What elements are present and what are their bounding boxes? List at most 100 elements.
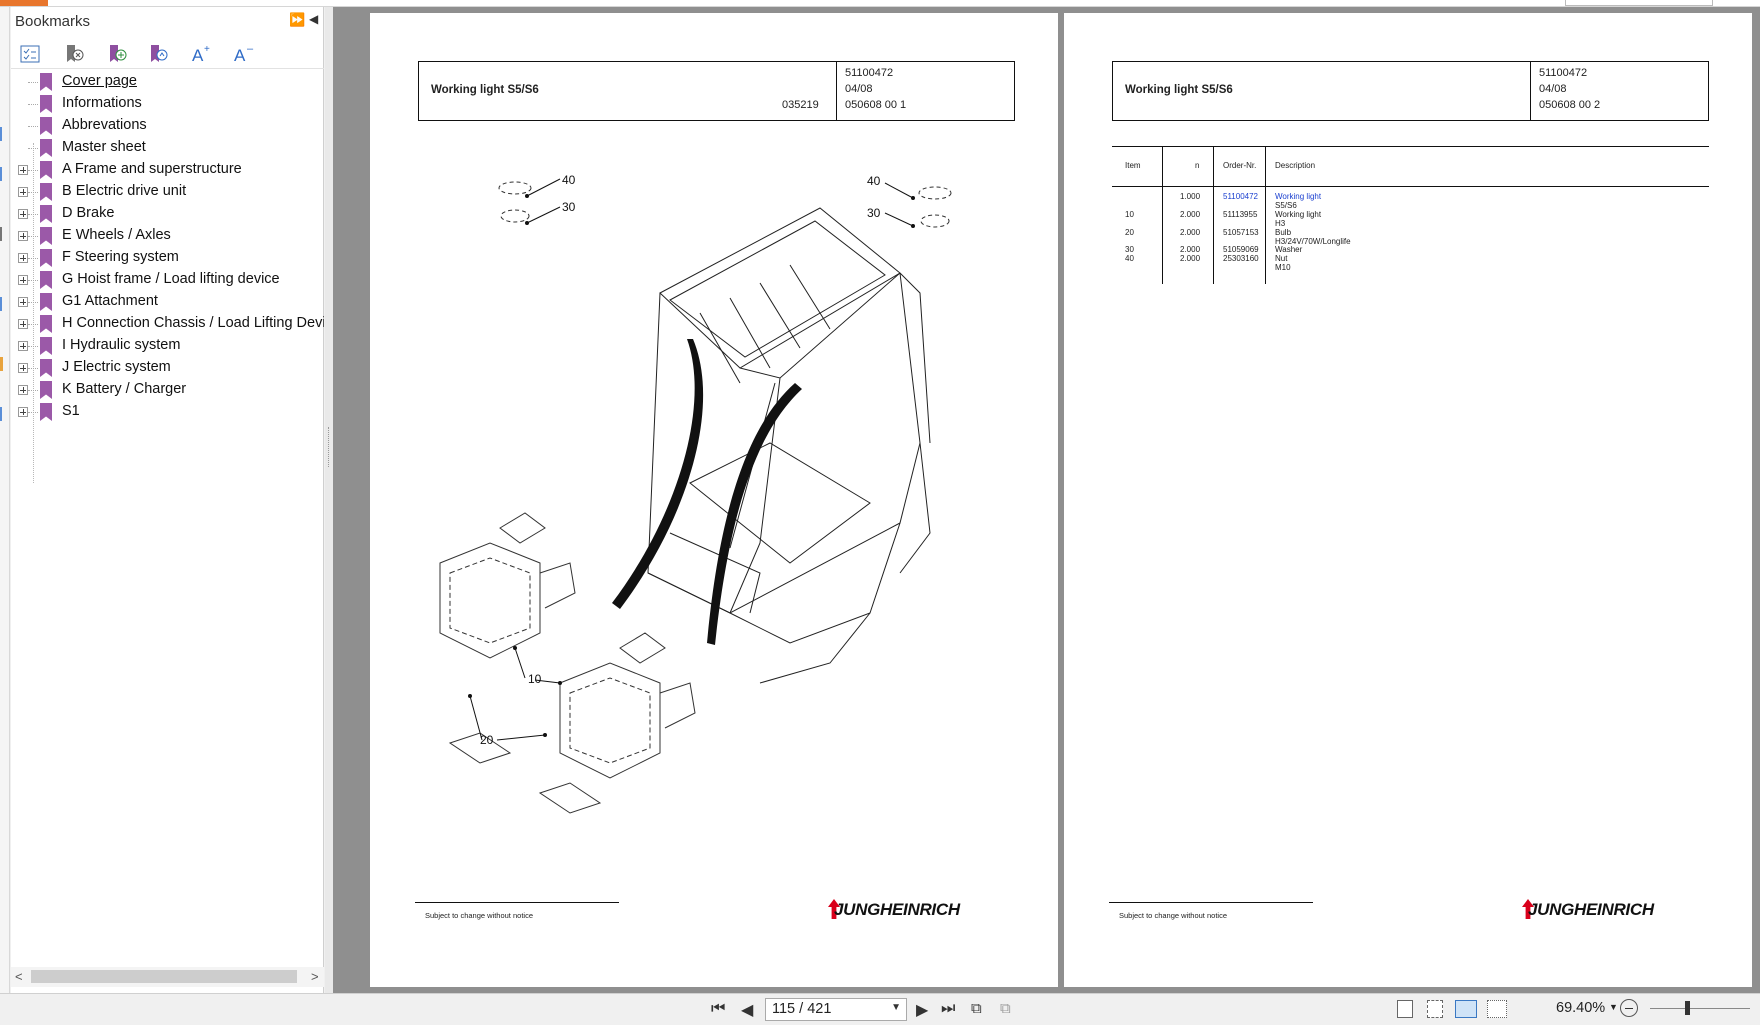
logo-wordmark: JUNGHEINRICH xyxy=(834,900,960,919)
bookmark-item[interactable]: B Electric drive unit xyxy=(11,181,324,203)
bookmark-item[interactable]: G Hoist frame / Load lifting device xyxy=(11,269,324,291)
zoom-slider-thumb[interactable] xyxy=(1685,1001,1690,1015)
footer-rule xyxy=(415,902,619,903)
expand-icon[interactable] xyxy=(18,209,28,219)
expand-icon[interactable] xyxy=(18,297,28,307)
table-cell-desc[interactable]: Working light xyxy=(1275,192,1322,201)
scrollbar-thumb[interactable] xyxy=(31,970,297,983)
bookmark-label: A Frame and superstructure xyxy=(62,161,242,177)
bookmark-label: G1 Attachment xyxy=(62,293,158,309)
zoom-level[interactable]: 69.40% xyxy=(1556,1000,1606,1016)
continuous-view-icon[interactable] xyxy=(1427,1000,1443,1018)
bookmark-icon xyxy=(40,227,52,245)
zoom-dropdown-icon[interactable]: ▼ xyxy=(1609,1002,1618,1012)
callout-label: 10 xyxy=(528,672,542,686)
zoom-out-icon[interactable] xyxy=(1620,999,1638,1017)
decrease-font-icon[interactable]: A– xyxy=(233,44,255,64)
bookmark-item[interactable]: G1 Attachment xyxy=(11,291,324,313)
panel-splitter[interactable] xyxy=(325,7,333,993)
tree-connector xyxy=(28,82,38,83)
bookmarks-title: Bookmarks xyxy=(15,13,91,30)
bookmark-item[interactable]: J Electric system xyxy=(11,357,324,379)
document-viewport[interactable]: Working light S5/S6 035219 51100472 04/0… xyxy=(333,7,1760,993)
page-number-value: 115 / 421 xyxy=(772,1001,832,1017)
callout-label: 30 xyxy=(867,206,881,220)
search-field[interactable] xyxy=(1565,0,1713,6)
bookmark-options-icon[interactable] xyxy=(19,44,41,64)
horizontal-scrollbar[interactable]: < > xyxy=(11,967,324,987)
links-tab-icon[interactable] xyxy=(0,297,9,311)
layers-tab-icon[interactable] xyxy=(0,167,9,181)
expand-icon[interactable] xyxy=(18,187,28,197)
delete-bookmark-icon[interactable] xyxy=(63,44,85,64)
search-tab-icon[interactable] xyxy=(0,407,9,421)
bookmark-item[interactable]: I Hydraulic system xyxy=(11,335,324,357)
tree-connector xyxy=(28,104,38,105)
expand-icon[interactable] xyxy=(18,165,28,175)
zoom-slider[interactable] xyxy=(1650,1008,1750,1009)
expand-icon[interactable] xyxy=(18,341,28,351)
bookmark-item[interactable]: K Battery / Charger xyxy=(11,379,324,401)
table-cell-item: 20 xyxy=(1125,228,1134,237)
attachments-tab-icon[interactable] xyxy=(0,227,9,241)
bookmark-item[interactable]: Master sheet xyxy=(11,137,324,159)
page-number-input[interactable]: 115 / 421 ▼ xyxy=(765,998,907,1021)
part-number: 51100472 xyxy=(1539,67,1588,79)
file-tab[interactable] xyxy=(0,0,48,6)
table-cell-order[interactable]: 51100472 xyxy=(1223,192,1258,201)
tree-connector xyxy=(28,280,38,281)
splitter-grip xyxy=(328,427,330,467)
expand-panel-icon[interactable]: ⏩ xyxy=(289,12,306,27)
find-current-bookmark-icon[interactable] xyxy=(147,44,169,64)
bookmark-item[interactable]: E Wheels / Axles xyxy=(11,225,324,247)
header-divider xyxy=(836,62,837,120)
column-rule xyxy=(1162,146,1163,284)
scroll-right-icon[interactable]: > xyxy=(311,969,319,984)
table-cell-order: 25303160 xyxy=(1223,254,1259,263)
chevron-down-icon[interactable]: ▼ xyxy=(891,1002,901,1013)
bookmark-item[interactable]: Cover page xyxy=(11,71,324,93)
continuous-facing-view-icon[interactable] xyxy=(1487,1000,1507,1018)
bookmark-item[interactable]: A Frame and superstructure xyxy=(11,159,324,181)
bookmark-item[interactable]: F Steering system xyxy=(11,247,324,269)
next-view-icon[interactable]: ⧉ xyxy=(1000,1000,1011,1017)
expand-icon[interactable] xyxy=(18,231,28,241)
table-header-rule xyxy=(1112,186,1709,187)
expand-icon[interactable] xyxy=(18,253,28,263)
table-cell-desc-detail: H3/24V/70W/Longlife xyxy=(1275,237,1351,246)
bookmark-icon xyxy=(40,381,52,399)
comments-tab-icon[interactable] xyxy=(0,357,9,371)
facing-view-icon[interactable] xyxy=(1455,1000,1477,1018)
last-page-icon[interactable]: ⏭ xyxy=(941,1000,956,1017)
jungheinrich-logo: JUNGHEINRICH xyxy=(1522,895,1672,923)
scroll-left-icon[interactable]: < xyxy=(15,969,23,984)
single-page-view-icon[interactable] xyxy=(1397,1000,1413,1018)
previous-page-icon[interactable]: ◀ xyxy=(741,1002,754,1019)
expand-icon[interactable] xyxy=(18,385,28,395)
part-number: 51100472 xyxy=(845,67,894,79)
table-cell-desc-detail: M10 xyxy=(1275,263,1291,272)
tree-connector xyxy=(28,170,38,171)
bookmark-item[interactable]: H Connection Chassis / Load Lifting Devi xyxy=(11,313,324,335)
next-page-icon[interactable]: ▶ xyxy=(916,1002,929,1019)
first-page-icon[interactable]: ⏮ xyxy=(711,1000,726,1017)
tree-connector xyxy=(28,368,38,369)
figure-number: 035219 xyxy=(782,99,819,111)
header-n: n xyxy=(1195,161,1200,170)
collapse-panel-icon[interactable]: ◀ xyxy=(309,12,319,26)
tree-connector xyxy=(28,390,38,391)
expand-icon[interactable] xyxy=(18,363,28,373)
expand-icon[interactable] xyxy=(18,319,28,329)
navigation-bar: ⏮ ◀ 115 / 421 ▼ ▶ ⏭ ⧉ ⧉ 69.40% ▼ xyxy=(0,993,1760,1025)
increase-font-icon[interactable]: A+ xyxy=(191,44,213,64)
bookmark-item[interactable]: Informations xyxy=(11,93,324,115)
add-bookmark-icon[interactable] xyxy=(106,44,128,64)
expand-icon[interactable] xyxy=(18,407,28,417)
expand-icon[interactable] xyxy=(18,275,28,285)
pages-tab-icon[interactable] xyxy=(0,127,9,141)
previous-view-icon[interactable]: ⧉ xyxy=(971,1000,982,1017)
bookmark-item[interactable]: Abbrevations xyxy=(11,115,324,137)
bookmark-item[interactable]: D Brake xyxy=(11,203,324,225)
page-header-box: Working light S5/S6 035219 51100472 04/0… xyxy=(418,61,1015,121)
bookmark-item[interactable]: S1 xyxy=(11,401,324,423)
